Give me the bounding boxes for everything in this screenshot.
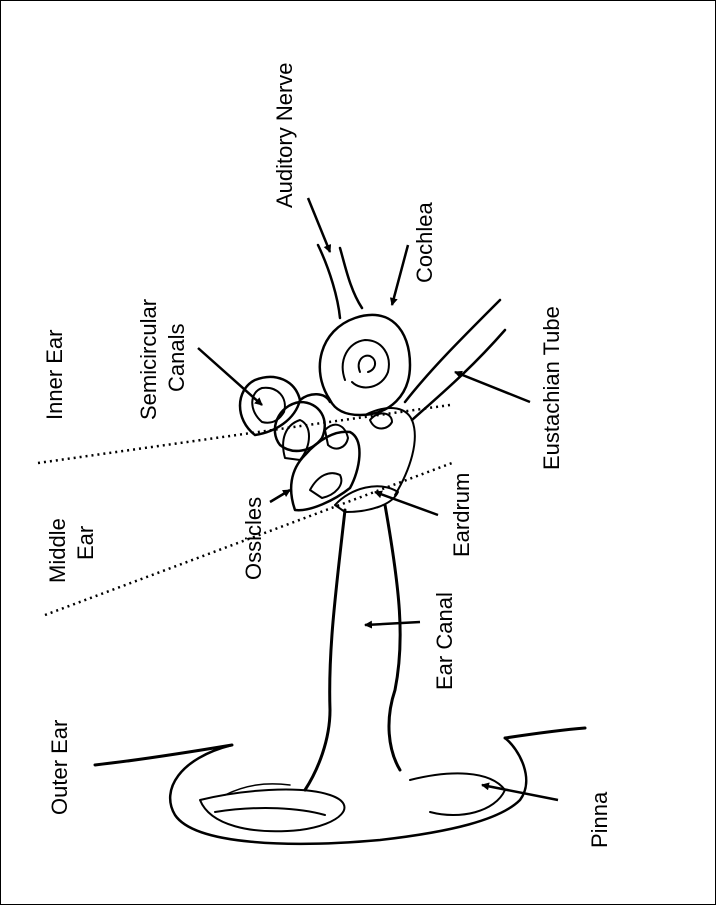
middle-ear-label-line1: Middle xyxy=(45,518,70,583)
inner-middle-divider xyxy=(38,405,450,463)
auditory-nerve-label: Auditory Nerve xyxy=(272,62,297,208)
cochlea-label: Cochlea xyxy=(412,202,437,283)
semicircular-canals-label-line2: Canals xyxy=(164,324,189,392)
ossicles-label: Ossicles xyxy=(241,497,266,580)
pinna-arrow xyxy=(482,785,558,800)
pinna-shape xyxy=(95,728,585,844)
eustachian-tube-arrow xyxy=(455,372,530,402)
semicircular-canals-arrow xyxy=(198,348,262,405)
ear-canal-arrow xyxy=(365,622,420,625)
ear-canal-shape xyxy=(305,486,400,790)
ossicles-arrow xyxy=(270,490,290,502)
pinna-label: Pinna xyxy=(587,791,612,848)
eustachian-tube-label: Eustachian Tube xyxy=(539,306,564,470)
semicircular-canals-shape xyxy=(240,377,330,451)
middle-ear-label-line2: Ear xyxy=(73,526,98,560)
outer-ear-label: Outer Ear xyxy=(47,720,72,815)
cochlea-shape xyxy=(318,245,410,429)
cochlea-arrow xyxy=(392,245,408,305)
auditory-nerve-arrow xyxy=(308,198,330,252)
semicircular-canals-label-line1: Semicircular xyxy=(136,299,161,420)
inner-ear-label: Inner Ear xyxy=(42,330,67,421)
ear-canal-label: Ear Canal xyxy=(432,592,457,690)
eustachian-tube-shape xyxy=(405,300,505,420)
eardrum-label: Eardrum xyxy=(449,473,474,557)
